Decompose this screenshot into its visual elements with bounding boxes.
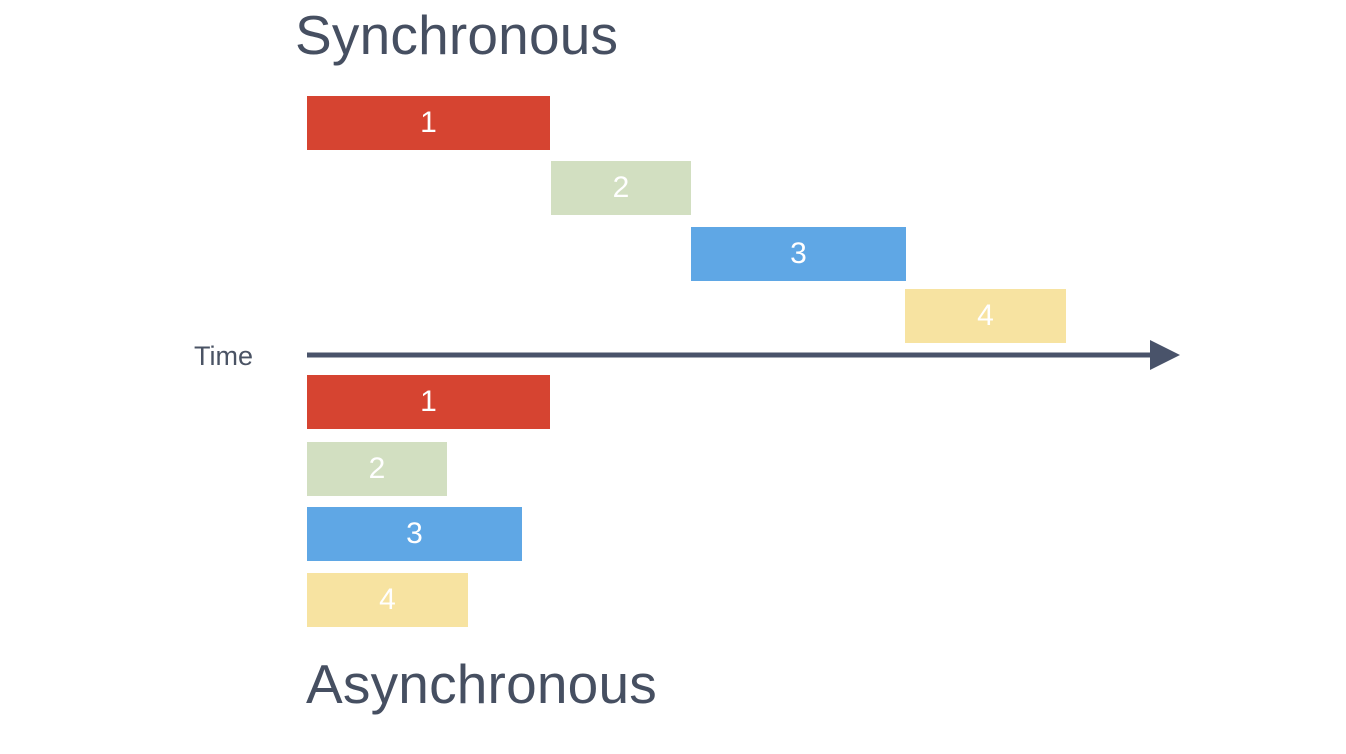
task-label: 2 [612, 171, 630, 204]
async-task-2: 2 [307, 442, 447, 496]
sync-task-4: 4 [905, 289, 1066, 343]
task-label: 1 [420, 385, 437, 418]
task-label: 4 [977, 299, 994, 332]
asynchronous-title: Asynchronous [306, 653, 657, 715]
async-task-1: 1 [307, 375, 550, 429]
task-label: 2 [368, 452, 386, 485]
task-label: 1 [420, 106, 437, 139]
sync-task-2: 2 [551, 161, 691, 215]
async-task-4: 4 [307, 573, 468, 627]
sync-task-3: 3 [691, 227, 906, 281]
task-label: 4 [379, 583, 396, 616]
sync-task-1: 1 [307, 96, 550, 150]
time-axis-label: Time [194, 341, 253, 371]
async-task-3: 3 [307, 507, 522, 561]
task-label: 3 [790, 237, 807, 270]
synchronous-title: Synchronous [295, 4, 619, 66]
task-label: 3 [406, 517, 423, 550]
